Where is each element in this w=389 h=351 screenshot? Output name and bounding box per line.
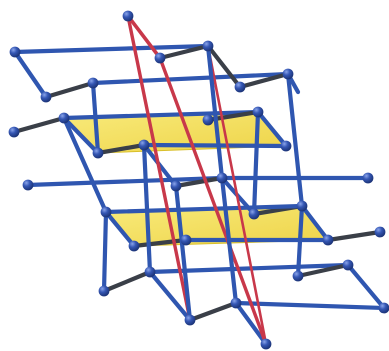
back-rods (11, 43, 387, 347)
blue-column-rod (61, 115, 109, 215)
blue-column-rod (295, 203, 305, 279)
dark-linker-rod (101, 269, 153, 294)
dark-linker-rod (173, 175, 225, 189)
node-sphere (260, 338, 272, 350)
blue-rod (61, 115, 101, 156)
red-helical-rod (126, 14, 192, 322)
node-sphere (58, 112, 70, 124)
node-sphere (128, 240, 140, 252)
node-sphere (98, 285, 110, 297)
node-sphere (144, 266, 156, 278)
dark-linker-rod (157, 43, 211, 61)
node-sphere (9, 46, 21, 58)
blue-rod (233, 300, 269, 347)
blue-rod (25, 175, 225, 188)
node-sphere (234, 81, 246, 93)
node-sphere (22, 179, 34, 191)
node-sphere (374, 226, 386, 238)
blue-rod (12, 43, 211, 55)
blue-column-rod (219, 175, 239, 306)
blue-column-rod (285, 71, 305, 209)
node-sphere (170, 180, 182, 192)
blue-column-rod (205, 43, 225, 181)
red-helical-rod (126, 14, 162, 60)
dark-linker-rod (11, 115, 67, 135)
front-rods (61, 43, 305, 323)
node-sphere (100, 206, 112, 218)
blue-rod (147, 269, 193, 323)
node-sphere (180, 234, 192, 246)
node-sphere (40, 91, 52, 103)
dark-linker-rod (131, 237, 189, 249)
node-sphere (216, 172, 228, 184)
node-sphere (230, 297, 242, 309)
blue-rod (90, 71, 291, 86)
node-sphere (122, 10, 134, 22)
blue-rod (103, 209, 137, 249)
blue-rod (345, 262, 387, 311)
node-sphere (362, 172, 374, 184)
blue-rod (233, 300, 387, 311)
node-sphere (184, 314, 196, 326)
dark-linker-rod (237, 71, 291, 90)
node-sphere (92, 147, 104, 159)
node-sphere (292, 270, 304, 282)
red-helical-rod (206, 44, 268, 346)
blue-rod (141, 142, 289, 149)
node-sphere (342, 259, 354, 271)
node-sphere (138, 139, 150, 151)
red-helical-rods (126, 14, 268, 346)
node-sphere (252, 106, 264, 118)
spherical-nodes (8, 10, 389, 350)
blue-column-rod (251, 109, 261, 217)
blue-rod (12, 49, 49, 100)
node-sphere (296, 200, 308, 212)
blue-column-rod (101, 209, 109, 294)
blue-rod (299, 203, 331, 243)
node-sphere (282, 68, 294, 80)
blue-rod (103, 203, 305, 215)
dark-linker-rod (43, 80, 96, 100)
node-sphere (154, 52, 166, 64)
node-sphere (202, 40, 214, 52)
dark-linker-rod (187, 300, 239, 323)
dark-linker-rod (205, 43, 243, 90)
blue-column-rod (173, 183, 193, 323)
node-sphere (280, 140, 292, 152)
blue-column-rod (90, 80, 101, 156)
node-sphere (322, 234, 334, 246)
node-sphere (87, 77, 99, 89)
dark-linker-rod (295, 262, 351, 279)
blue-rod (255, 109, 289, 149)
node-sphere (202, 114, 214, 126)
blue-column-rod (141, 142, 153, 275)
node-sphere (8, 126, 20, 138)
dark-linker-rod (95, 142, 147, 156)
dark-linker-rod (325, 229, 383, 243)
red-helical-rod (158, 56, 268, 346)
node-sphere (378, 302, 389, 314)
node-sphere (248, 208, 260, 220)
